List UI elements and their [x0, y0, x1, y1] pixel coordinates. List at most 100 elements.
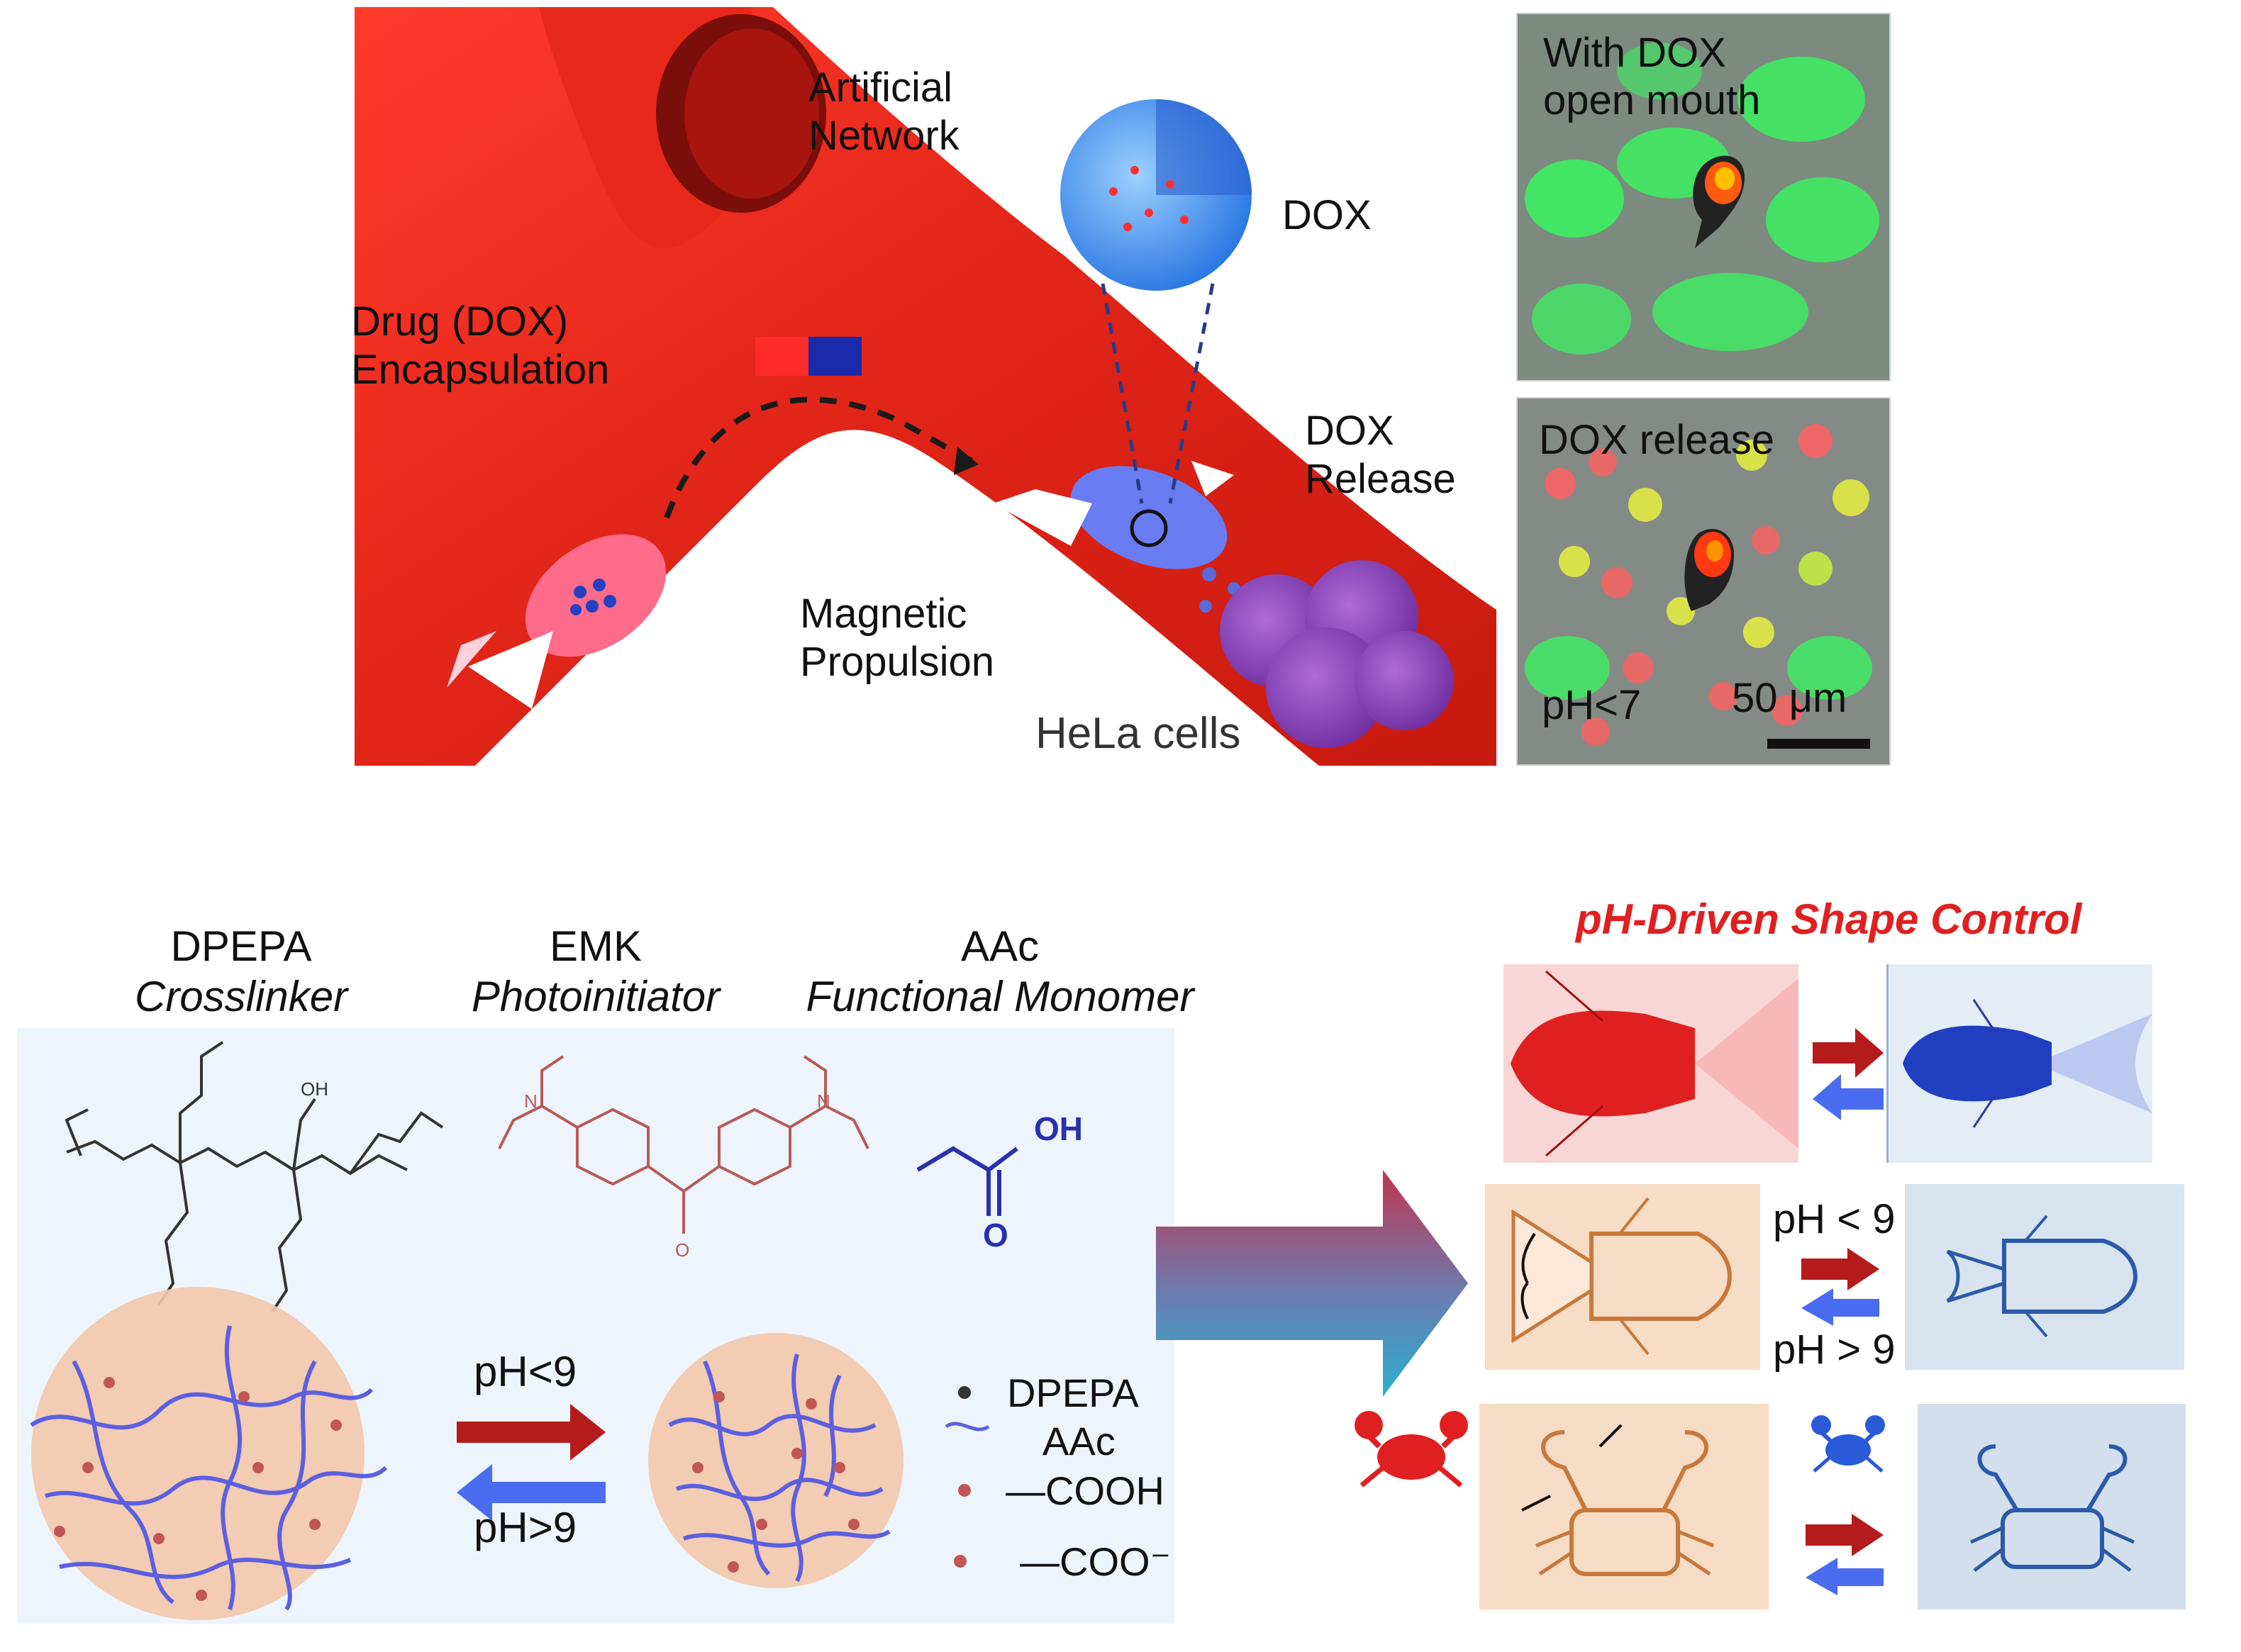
fish-arrows-graphic — [1801, 1248, 1879, 1326]
ph-lt-9-text: pH<9 — [474, 1348, 577, 1395]
shrunk-hydrogel — [648, 1333, 903, 1588]
caption-line1: With DOX — [1543, 30, 1726, 76]
legend-cooh: —COOH — [1006, 1468, 1164, 1514]
blue-microrobot — [993, 461, 1240, 613]
micrograph-open-mouth-caption: With DOX open mouth — [1543, 30, 1760, 124]
magnetic-propulsion-line1: Magnetic — [800, 591, 967, 637]
fish-blue-panel — [1905, 1184, 2184, 1370]
rocket-blue-panel — [1886, 964, 2152, 1163]
ph-lt-9-right-text: pH < 9 — [1773, 1196, 1896, 1242]
aac-oh-text: OH — [1034, 1110, 1083, 1147]
dox-text: DOX — [1282, 192, 1372, 238]
dox-label: DOX — [1282, 191, 1372, 240]
crab-arrows-graphic — [1806, 1514, 1884, 1595]
rocket-arrows — [1813, 1028, 1884, 1120]
drug-encapsulation-label: Drug (DOX) Encapsulation — [351, 298, 609, 395]
legend-cooh-text: —COOH — [1006, 1468, 1164, 1513]
hela-cell-cluster — [1220, 560, 1454, 748]
svg-text:N: N — [817, 1090, 830, 1112]
component-dpepa: DPEPA Crosslinker — [135, 922, 347, 1022]
fish-blue-graphic — [1946, 1215, 2137, 1338]
fish-orange-panel — [1485, 1184, 1760, 1370]
aac-o-label: O — [983, 1216, 1008, 1254]
big-arrow-graphic — [1156, 1170, 1468, 1397]
micrograph-open-mouth-image — [1518, 14, 1889, 380]
component-emk: EMK Photoinitiator — [461, 922, 730, 1022]
hela-cells-label: HeLa cells — [1035, 708, 1240, 759]
aac-o-text: O — [983, 1217, 1008, 1254]
dpepa-structure — [65, 1041, 444, 1313]
legend-aac: AAc — [1042, 1418, 1116, 1465]
ph-lt-9-label: pH < 9 — [1773, 1195, 1896, 1244]
crab-orange-graphic — [1521, 1424, 1714, 1576]
rocket-red-panel — [1503, 964, 1798, 1163]
artificial-network-line1: Artificial — [808, 65, 953, 111]
big-transition-arrow — [1156, 1170, 1468, 1397]
dpepa-role: Crosslinker — [135, 972, 348, 1020]
legend-dpepa: DPEPA — [1007, 1370, 1139, 1417]
drug-encapsulation-line2: Encapsulation — [351, 347, 610, 394]
artificial-network-line2: Network — [808, 113, 960, 160]
dox-release-caption-text: DOX release — [1539, 417, 1775, 463]
artificial-network-label: Artificial Network — [808, 64, 960, 161]
legend-aac-text: AAc — [1042, 1419, 1116, 1463]
scale-text: 50 μm — [1732, 675, 1847, 721]
arrow-label-top: pH<9 — [474, 1347, 577, 1397]
crab-orange-panel — [1479, 1404, 1769, 1609]
swollen-hydrogel — [30, 1287, 388, 1620]
ph-gt-9-right-text: pH > 9 — [1773, 1327, 1896, 1373]
vessel-illustration — [355, 7, 1496, 766]
emk-role: Photoinitiator — [471, 972, 721, 1020]
component-aac: AAc Functional Monomer — [787, 922, 1213, 1022]
micrograph-dox-release-caption: DOX release — [1539, 417, 1774, 464]
crab-arrows — [1806, 1514, 1884, 1595]
aac-oh-label: OH — [1034, 1110, 1083, 1148]
magnet-north — [755, 337, 808, 376]
legend-coo-text: —COO⁻ — [1020, 1539, 1172, 1584]
svg-text:O: O — [675, 1239, 689, 1261]
micrograph-open-mouth: With DOX open mouth — [1516, 13, 1891, 381]
reversible-arrows — [457, 1404, 606, 1521]
aac-role: Functional Monomer — [806, 972, 1194, 1020]
rocket-arrows-graphic — [1813, 1028, 1884, 1120]
dox-release-line1: DOX — [1305, 408, 1394, 454]
hela-cells-text: HeLa cells — [1035, 709, 1241, 758]
scale-bar — [1767, 739, 1870, 749]
rocket-blue-graphic — [1903, 999, 2152, 1128]
fish-orange-graphic — [1511, 1197, 1732, 1356]
legend-dpepa-dot — [958, 1386, 971, 1399]
red-microrobot — [447, 534, 667, 709]
shape-control-title: pH-Driven Shape Control — [1576, 895, 2081, 945]
ph-gt-9-label: pH > 9 — [1773, 1326, 1896, 1374]
micrograph-ph-label: pH<7 — [1542, 682, 1641, 730]
svg-text:OH: OH — [301, 1078, 328, 1100]
crab-blue-graphic — [1969, 1444, 2135, 1572]
dox-release-line2: Release — [1305, 456, 1456, 503]
dox-nanoparticle — [1060, 99, 1252, 291]
ph-gt-9-text: pH>9 — [474, 1504, 577, 1551]
blue-crab-icon — [1806, 1411, 1891, 1475]
caption-line2: open mouth — [1543, 77, 1761, 123]
micrograph-scale-label: 50 μm — [1732, 675, 1847, 722]
magnetic-propulsion-line2: Propulsion — [800, 639, 995, 686]
fish-arrows — [1801, 1248, 1879, 1326]
hydrogel-panel-graphic: OH N N O — [30, 1041, 1018, 1620]
legend-coo-dot — [954, 1555, 967, 1568]
rocket-red-graphic — [1511, 970, 1798, 1157]
drug-encapsulation-line1: Drug (DOX) — [351, 298, 569, 345]
svg-text:N: N — [524, 1090, 538, 1112]
legend-cooh-dot — [958, 1484, 971, 1497]
emk-name: EMK — [549, 922, 643, 970]
blue-crab-icon-graphic — [1811, 1415, 1885, 1473]
dox-release-label: DOX Release — [1305, 407, 1456, 504]
shape-control-title-text: pH-Driven Shape Control — [1576, 895, 2082, 943]
emk-structure — [498, 1055, 869, 1234]
magnetic-propulsion-label: Magnetic Propulsion — [800, 590, 994, 687]
micrograph-dox-release: DOX release pH<7 50 μm — [1516, 397, 1891, 766]
ph-less-7-text: pH<7 — [1542, 682, 1642, 728]
aac-structure — [916, 1146, 1018, 1216]
red-crab-icon-graphic — [1355, 1411, 1468, 1488]
aac-name: AAc — [960, 922, 1040, 970]
arrow-label-bottom: pH>9 — [474, 1503, 577, 1553]
crab-blue-panel — [1918, 1404, 2186, 1609]
